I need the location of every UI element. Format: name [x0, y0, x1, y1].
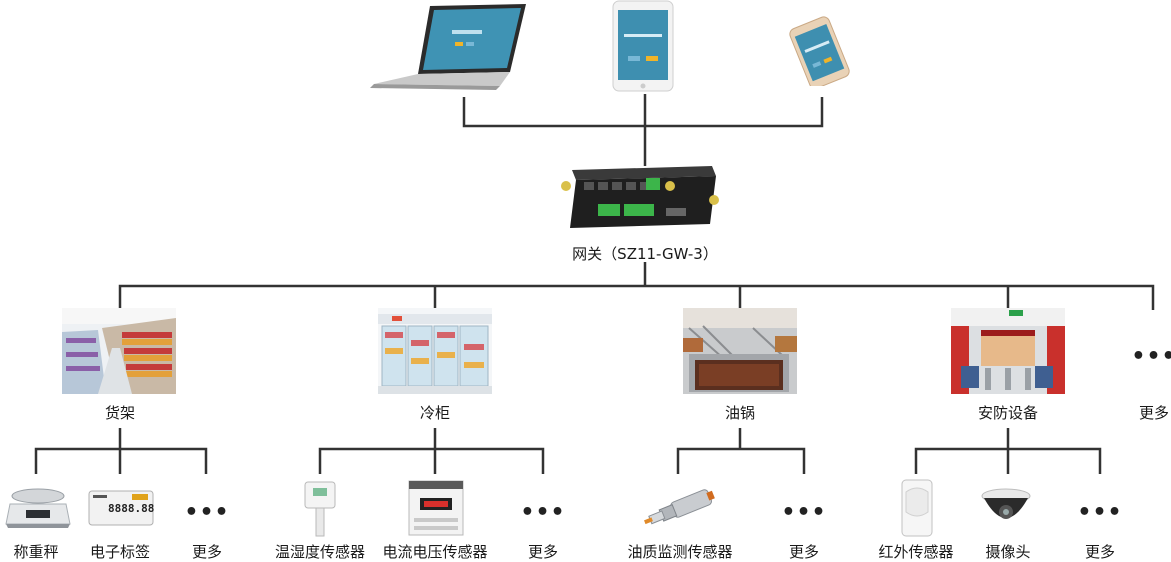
- fryer-photo-icon: [683, 308, 797, 394]
- leaf-label-fridge-more: 更多: [527, 543, 559, 561]
- gateway-device-icon: [558, 164, 722, 230]
- leaf-label-current-voltage: 电流电压传感器: [382, 543, 488, 561]
- fridge-photo-icon: [378, 308, 492, 394]
- electronic-label-display: 8888.88: [108, 502, 155, 515]
- security-more-dots: •••: [1077, 500, 1123, 525]
- fryer-more-dots: •••: [781, 500, 827, 525]
- category-label-more: 更多: [1138, 404, 1170, 422]
- category-label-security: 安防设备: [977, 404, 1039, 422]
- electronic-label-icon: 8888.88: [88, 490, 154, 526]
- category-label-shelf: 货架: [104, 404, 136, 422]
- gateway-label: 网关（SZ11-GW-3）: [572, 245, 718, 263]
- shelf-photo-icon: [62, 308, 176, 394]
- camera-icon: [980, 486, 1032, 532]
- current-voltage-sensor-icon: [408, 480, 464, 536]
- leaf-label-camera: 摄像头: [985, 543, 1031, 561]
- shelf-more-dots: •••: [184, 500, 230, 525]
- tablet-icon: [612, 0, 674, 92]
- leaf-label-infrared: 红外传感器: [878, 543, 954, 561]
- weighing-scale-icon: [4, 486, 72, 530]
- smartphone-icon: [778, 16, 864, 89]
- leaf-label-fryer-more: 更多: [788, 543, 820, 561]
- security-photo-icon: [951, 308, 1065, 394]
- leaf-label-e-label: 电子标签: [89, 543, 151, 561]
- leaf-label-shelf-more: 更多: [191, 543, 223, 561]
- leaf-label-temp-humidity: 温湿度传感器: [274, 543, 366, 561]
- laptop-icon: [370, 2, 530, 94]
- leaf-label-scale: 称重秤: [13, 543, 59, 561]
- leaf-label-oil-quality: 油质监测传感器: [627, 543, 733, 561]
- oil-quality-sensor-icon: [640, 484, 720, 532]
- infrared-sensor-icon: [900, 478, 934, 538]
- category-label-fryer: 油锅: [724, 404, 756, 422]
- temp-humidity-sensor-icon: [303, 480, 337, 538]
- category-label-fridge: 冷柜: [419, 404, 451, 422]
- leaf-label-security-more: 更多: [1084, 543, 1116, 561]
- category-more-dots: •••: [1131, 344, 1171, 369]
- fridge-more-dots: •••: [520, 500, 566, 525]
